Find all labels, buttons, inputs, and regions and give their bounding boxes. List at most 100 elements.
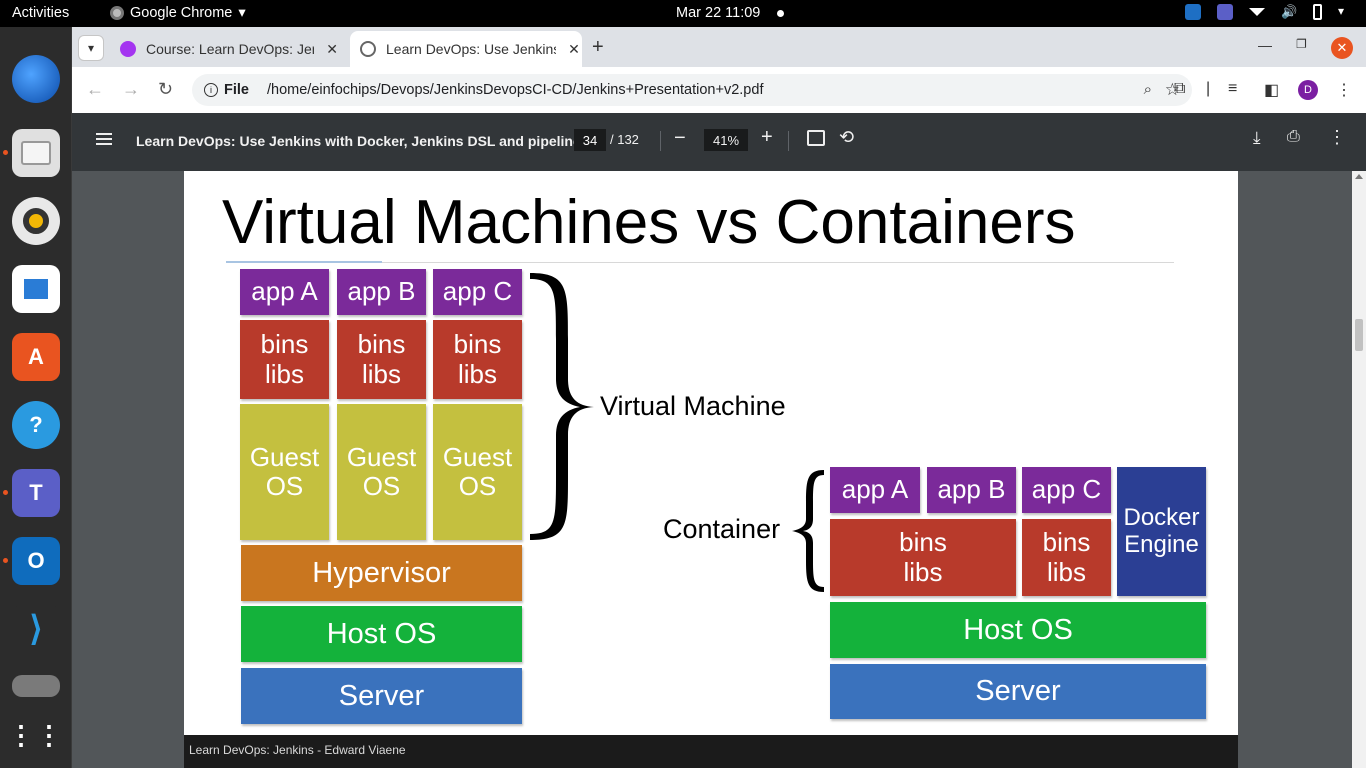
teams-icon[interactable]: T [12, 469, 60, 517]
wifi-icon[interactable] [1249, 8, 1265, 16]
new-tab-button[interactable]: + [592, 36, 604, 58]
side-panel-icon[interactable]: ◧ [1264, 82, 1280, 99]
toolbar-divider: | [1206, 80, 1211, 97]
tab-title: Course: Learn DevOps: Jenkins [146, 41, 314, 57]
vm-bins-libs-block: bins libs [433, 320, 522, 399]
vertical-scrollbar[interactable] [1352, 171, 1366, 768]
back-button[interactable]: ← [86, 79, 104, 99]
fit-to-page-icon[interactable] [807, 130, 825, 146]
zoom-level-input[interactable]: 41% [704, 129, 748, 151]
running-indicator [3, 150, 8, 155]
app-menu[interactable]: Google Chrome ▾ [110, 5, 246, 21]
libreoffice-writer-icon[interactable] [12, 265, 60, 313]
vm-host-os-block: Host OS [241, 606, 522, 662]
battery-icon[interactable] [1313, 4, 1322, 20]
libs-label: libs [1046, 556, 1086, 587]
rhythmbox-icon[interactable] [12, 197, 60, 245]
container-bins-libs-block: bins libs [1022, 519, 1111, 596]
divider [788, 131, 789, 151]
scroll-thumb[interactable] [1355, 319, 1363, 351]
outlook-tray-icon[interactable] [1185, 4, 1201, 20]
vm-guest-os-block: Guest OS [337, 404, 426, 540]
profile-avatar[interactable]: D [1298, 80, 1318, 100]
os-label: OS [265, 471, 304, 501]
show-apps-icon[interactable]: ⋮⋮ [8, 719, 64, 750]
text-editor-icon[interactable] [12, 675, 60, 697]
bookmark-star-icon[interactable]: ☆ [1164, 80, 1180, 99]
tab-search-button[interactable]: ▾ [78, 35, 104, 61]
rotate-icon[interactable]: ⟲ [839, 127, 855, 147]
chevron-down-icon: ▾ [87, 41, 95, 55]
libs-label: libs [457, 358, 497, 389]
thunderbird-icon[interactable] [12, 55, 60, 103]
info-icon[interactable]: i [204, 83, 218, 97]
zoom-in-button[interactable]: + [761, 126, 773, 148]
libs-label: libs [903, 556, 943, 587]
browser-toolbar: ← → ↻ i File /home/einfochips/Devops/Jen… [72, 67, 1366, 113]
tab-title: Learn DevOps: Use Jenkins [386, 41, 556, 57]
pdf-viewport[interactable]: Virtual Machines vs Containers app A app… [72, 171, 1366, 768]
print-icon[interactable]: ⎙ [1287, 128, 1300, 145]
app-center-icon[interactable]: A [12, 333, 60, 381]
docker-label: Docker [1123, 503, 1200, 531]
pdf-toolbar: Learn DevOps: Use Jenkins with Docker, J… [72, 113, 1366, 171]
hamburger-menu-icon[interactable] [96, 133, 112, 145]
chevron-down-icon[interactable]: ▾ [1338, 4, 1345, 18]
page-number-input[interactable]: 34 [574, 129, 606, 151]
download-icon[interactable]: ⤓ [1253, 128, 1261, 147]
bins-label: bins [1042, 527, 1091, 558]
chrome-window: ▾ Course: Learn DevOps: Jenkins ✕ Learn … [72, 27, 1366, 768]
tab-course[interactable]: Course: Learn DevOps: Jenkins ✕ [112, 31, 340, 67]
vm-server-block: Server [241, 668, 522, 724]
reload-button[interactable]: ↻ [158, 79, 174, 99]
running-indicator [3, 558, 8, 563]
vm-app-a-block: app A [240, 269, 329, 315]
more-actions-icon[interactable]: ⋮ [1328, 127, 1346, 147]
clock[interactable]: Mar 22 11:09 [676, 5, 761, 21]
extensions-icon[interactable]: ⧉ [1174, 80, 1186, 97]
zoom-out-button[interactable]: − [674, 127, 686, 149]
help-icon[interactable]: ? [12, 401, 60, 449]
scroll-up-arrow-icon[interactable] [1355, 174, 1363, 179]
system-top-bar: Activities Google Chrome ▾ Mar 22 11:09 … [0, 0, 1366, 27]
container-bins-libs-block: bins libs [830, 519, 1016, 596]
tab-pdf[interactable]: Learn DevOps: Use Jenkins ✕ [350, 31, 582, 67]
zoom-icon[interactable]: ⌕ [1143, 81, 1152, 98]
activities-button[interactable]: Activities [12, 5, 70, 21]
volume-icon[interactable]: 🔊 [1281, 4, 1298, 19]
vscode-icon[interactable]: ⟩ [12, 605, 60, 653]
more-menu-icon[interactable]: ⋮ [1336, 82, 1352, 99]
close-window-button[interactable]: ✕ [1331, 37, 1353, 59]
container-label: Container [663, 514, 781, 544]
vm-app-b-block: app B [337, 269, 426, 315]
divider [660, 131, 661, 151]
container-brace [792, 470, 824, 592]
guest-label: Guest [249, 441, 320, 472]
bins-label: bins [357, 329, 406, 360]
outlook-icon[interactable]: O [12, 537, 60, 585]
url-text[interactable]: /home/einfochips/Devops/JenkinsDevopsCI-… [266, 82, 764, 98]
running-indicator [3, 490, 8, 495]
close-icon[interactable]: ✕ [326, 40, 338, 57]
pdf-title: Learn DevOps: Use Jenkins with Docker, J… [136, 133, 589, 149]
minimize-button[interactable]: — [1258, 37, 1272, 53]
vm-app-c-block: app C [433, 269, 522, 315]
media-controls-icon[interactable]: ≡ [1228, 80, 1238, 97]
vm-guest-os-block: Guest OS [433, 404, 522, 540]
slide-title: Virtual Machines vs Containers [222, 188, 1076, 257]
files-icon[interactable] [12, 129, 60, 177]
vm-guest-os-block: Guest OS [240, 404, 329, 540]
guest-label: Guest [442, 441, 513, 472]
libs-label: libs [361, 358, 401, 389]
footer-text: Learn DevOps: Jenkins - Edward Viaene [189, 743, 406, 757]
tab-strip: ▾ Course: Learn DevOps: Jenkins ✕ Learn … [72, 27, 1366, 67]
vm-bins-libs-block: bins libs [337, 320, 426, 399]
teams-tray-icon[interactable] [1217, 4, 1233, 20]
forward-button[interactable]: → [122, 79, 140, 99]
container-app-a-block: app A [830, 467, 920, 513]
title-underline-accent [226, 261, 382, 263]
close-icon[interactable]: ✕ [568, 40, 580, 57]
address-bar[interactable]: i File /home/einfochips/Devops/JenkinsDe… [192, 74, 1192, 106]
system-tray[interactable]: 🔊 ▾ [1185, 4, 1354, 20]
maximize-button[interactable]: ❐ [1296, 37, 1307, 51]
